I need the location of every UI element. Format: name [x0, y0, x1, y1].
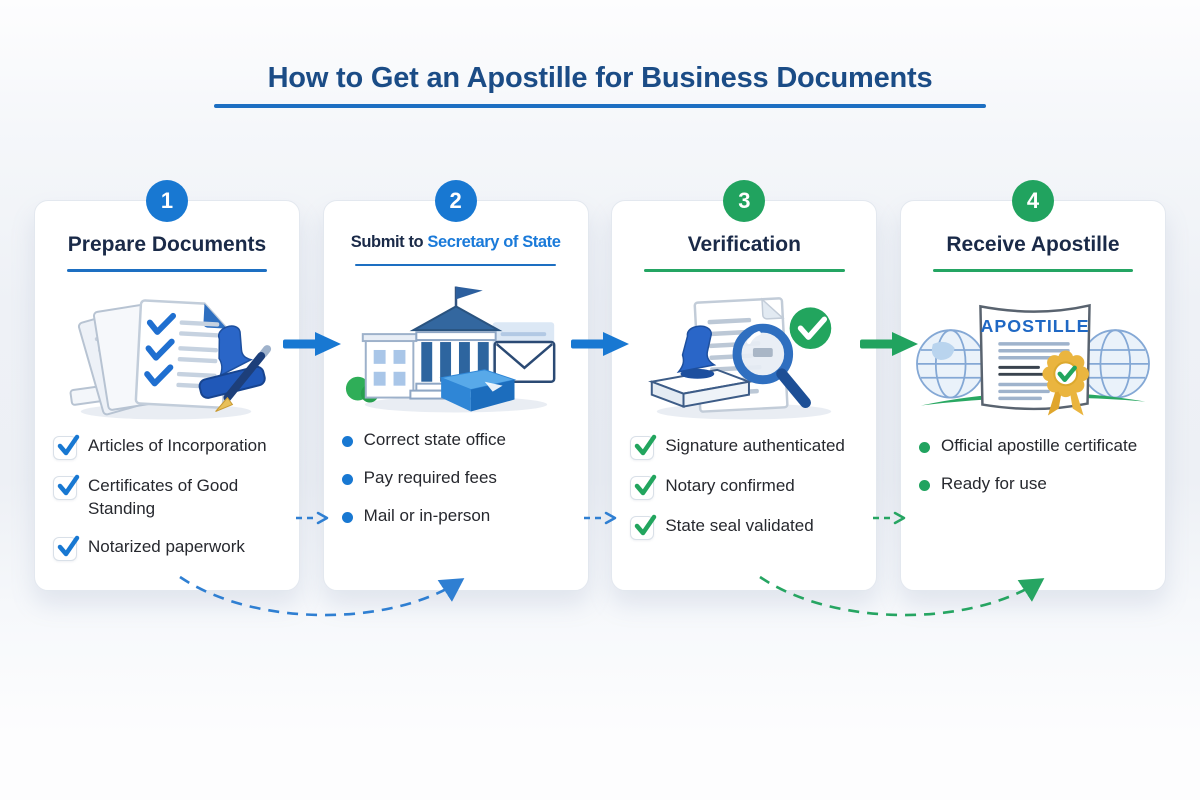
- curved-dashed-arrow-step1-to-step2-icon: [172, 569, 472, 635]
- list-item: Certificates of Good Standing: [53, 474, 281, 521]
- prepare-documents-illustration: [49, 284, 285, 422]
- list-item: Correct state office: [341, 429, 570, 452]
- list-item-label: Notarized paperwork: [88, 536, 245, 556]
- step-card-verification: 3 Verification: [611, 180, 878, 591]
- blue-bullet-dot-icon: [341, 512, 353, 524]
- apostille-label: APOSTILLE: [980, 316, 1089, 336]
- list-item-label: Ready for use: [940, 473, 1047, 493]
- list-item: Pay required fees: [341, 467, 570, 490]
- document-magnifier-stamp-check-icon: [648, 296, 832, 420]
- list-item: Signature authenticated: [630, 434, 858, 460]
- title-rule: [66, 269, 268, 272]
- page-title: How to Get an Apostille for Business Doc…: [267, 62, 933, 94]
- title-rule: [932, 269, 1134, 272]
- list-item: State seal validated: [630, 514, 858, 540]
- green-bullet-dot-icon: [918, 441, 930, 453]
- dashed-arrow-step1-to-step2-icon: [295, 510, 329, 526]
- receive-apostille-illustration: APOSTILLE: [915, 284, 1151, 422]
- list-item-label: Pay required fees: [363, 468, 497, 488]
- step-title-highlight: Secretary of State: [427, 233, 561, 251]
- list-item-label: Notary confirmed: [665, 475, 795, 495]
- step-number-badge: 3: [723, 180, 766, 222]
- apostille-certificate-globe-ribbon-icon: APOSTILLE: [916, 303, 1150, 416]
- title-underline: [214, 104, 986, 108]
- step-number-badge: 2: [434, 180, 477, 222]
- arrow-step3-to-step4-icon: [860, 332, 918, 356]
- list-item: Notarized paperwork: [53, 535, 281, 561]
- blue-checkbox-icon: [53, 474, 80, 500]
- arrow-step1-to-step2-icon: [283, 332, 341, 356]
- green-checkbox-icon: [630, 514, 657, 540]
- blue-bullet-dot-icon: [341, 436, 353, 448]
- bullet-list: Official apostille certificate Ready for…: [915, 435, 1151, 496]
- step-title-prefix: Submit to: [350, 233, 428, 251]
- list-item: Ready for use: [918, 473, 1147, 496]
- step-title: Receive Apostille: [946, 233, 1120, 256]
- list-item-label: State seal validated: [665, 515, 814, 535]
- list-item-label: Official apostille certificate: [940, 435, 1138, 455]
- curved-dashed-arrow-step3-to-step4-icon: [752, 569, 1052, 635]
- step-title: Submit to Secretary of State: [338, 233, 574, 252]
- green-bullet-dot-icon: [918, 479, 930, 491]
- step-card-submit-secretary-of-state: 2 Submit to Secretary of State: [322, 180, 589, 591]
- header: How to Get an Apostille for Business Doc…: [0, 0, 1200, 108]
- checklist: Signature authenticated Notary confirmed…: [626, 434, 862, 540]
- step-card-receive-apostille: 4 Receive Apostille: [899, 180, 1166, 591]
- bullet-list: Correct state office Pay required fees M…: [338, 429, 574, 528]
- list-item-label: Signature authenticated: [665, 435, 845, 455]
- list-item: Notary confirmed: [630, 474, 858, 500]
- submit-illustration: [338, 278, 574, 416]
- step-title: Prepare Documents: [67, 233, 267, 256]
- step-title: Verification: [687, 233, 801, 256]
- blue-checkbox-icon: [53, 434, 80, 460]
- green-checkbox-icon: [630, 434, 657, 460]
- step-number-badge: 4: [1011, 180, 1054, 222]
- verification-illustration: [626, 284, 862, 422]
- documents-checklist-stamp-pen-icon: [69, 298, 272, 420]
- steps-row: 1 Prepare Documents: [0, 180, 1200, 591]
- government-building-envelope-package-icon: [345, 286, 556, 413]
- arrow-step2-to-step3-icon: [571, 332, 629, 356]
- dashed-arrow-step2-to-step3-icon: [583, 510, 617, 526]
- list-item: Official apostille certificate: [918, 435, 1147, 458]
- list-item-label: Articles of Incorporation: [88, 435, 267, 455]
- list-item-label: Mail or in-person: [363, 506, 491, 526]
- title-rule: [644, 269, 845, 272]
- dashed-arrow-step3-to-step4-icon: [872, 510, 906, 526]
- list-item-label: Correct state office: [363, 430, 507, 450]
- green-checkbox-icon: [630, 474, 657, 500]
- list-item: Mail or in-person: [341, 505, 570, 528]
- blue-checkbox-icon: [53, 535, 80, 561]
- list-item-label: Certificates of Good Standing: [88, 475, 239, 518]
- step-card-prepare-documents: 1 Prepare Documents: [34, 180, 300, 591]
- blue-bullet-dot-icon: [341, 474, 353, 486]
- list-item: Articles of Incorporation: [53, 434, 281, 460]
- step-number-badge: 1: [146, 180, 188, 222]
- checklist: Articles of Incorporation Certificates o…: [49, 434, 285, 561]
- title-rule: [355, 263, 556, 267]
